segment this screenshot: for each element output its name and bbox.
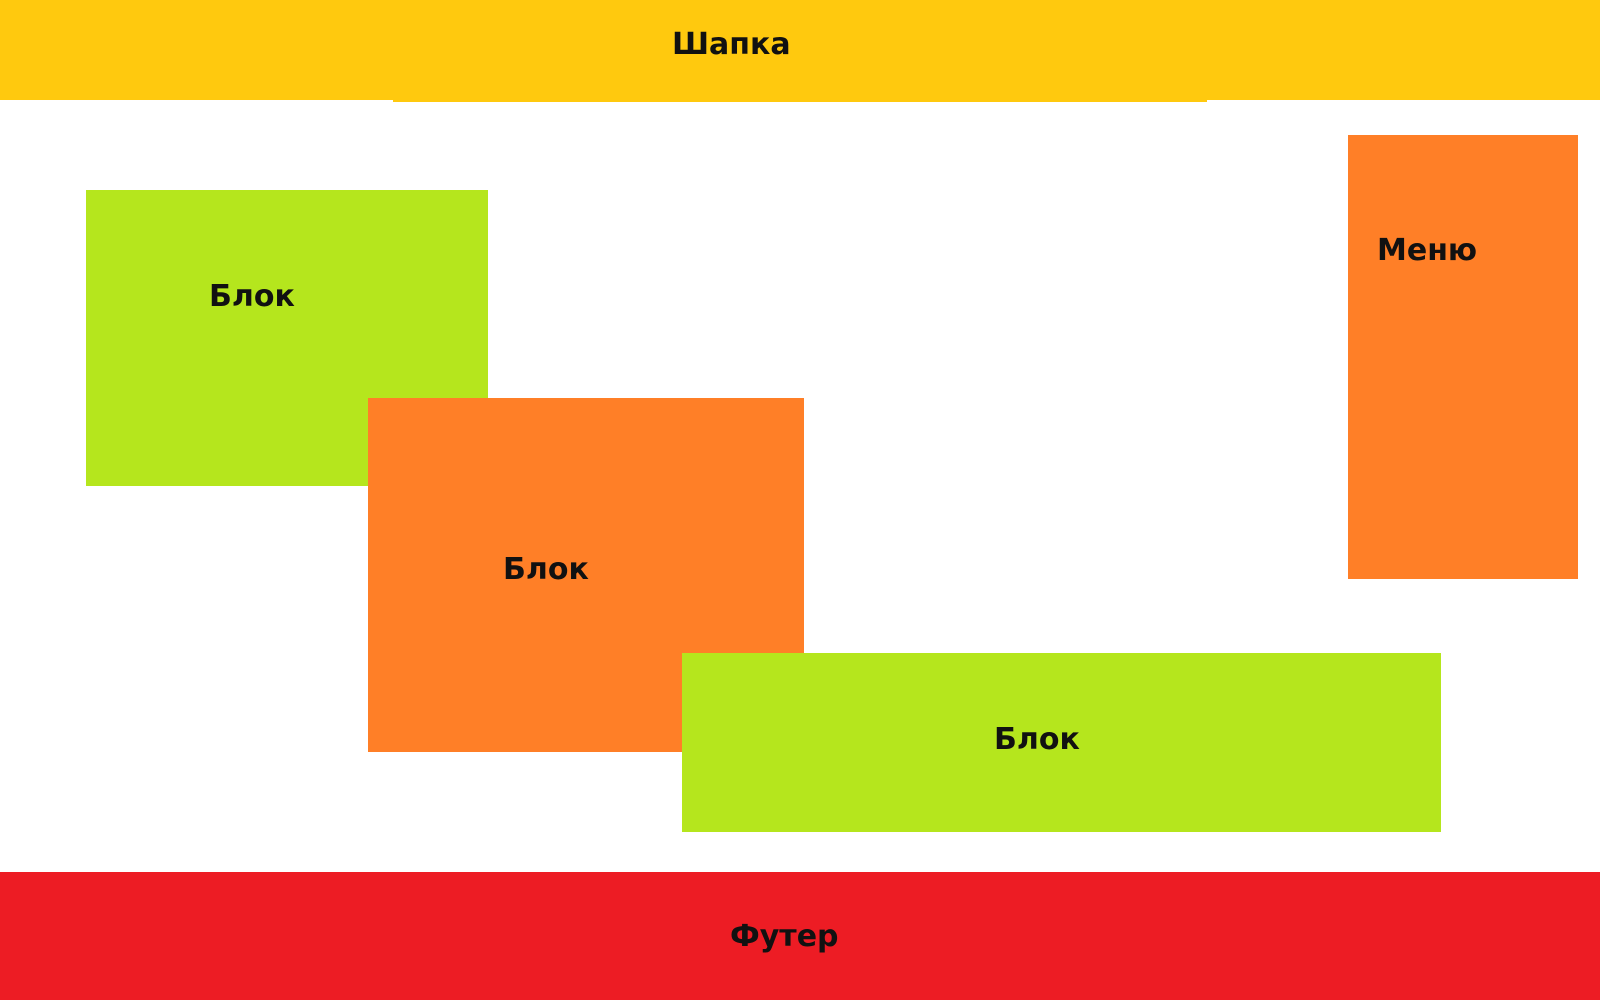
block-3-label: Блок bbox=[994, 722, 1080, 757]
block-2-label: Блок bbox=[503, 552, 589, 587]
header-bottom-strip bbox=[393, 96, 1207, 102]
block-3 bbox=[682, 653, 1441, 832]
footer-label: Футер bbox=[730, 919, 839, 954]
header-label: Шапка bbox=[672, 27, 791, 62]
footer-region bbox=[0, 872, 1600, 1000]
menu-region bbox=[1348, 135, 1578, 579]
block-1-label: Блок bbox=[209, 279, 295, 314]
header-region bbox=[0, 0, 1600, 100]
menu-label: Меню bbox=[1377, 233, 1478, 268]
